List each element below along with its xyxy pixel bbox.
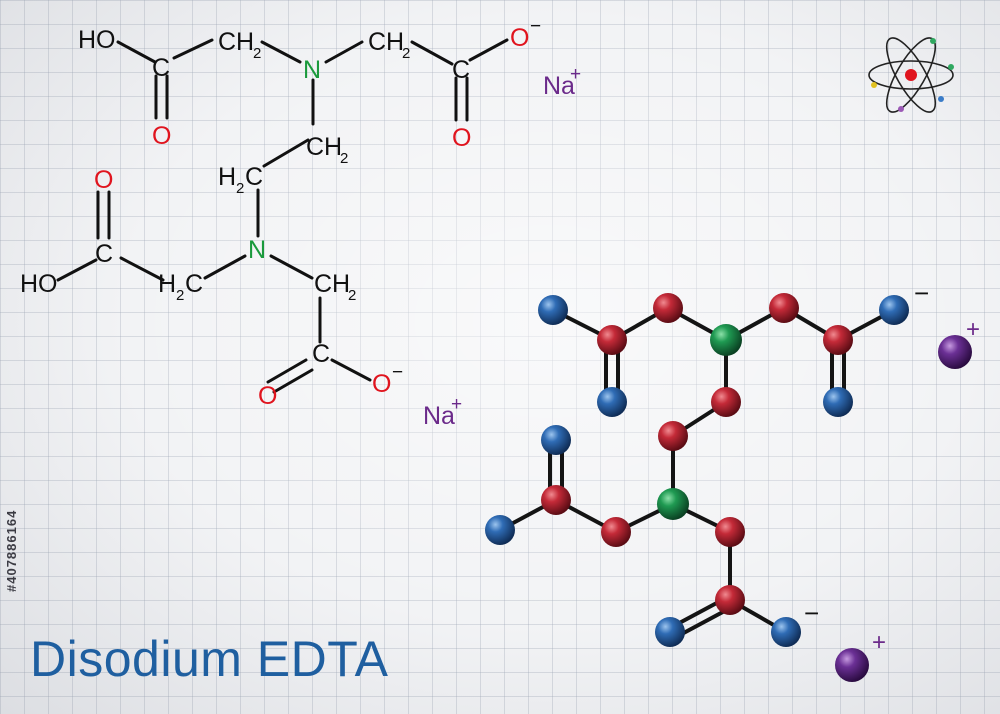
atom-o-top-right: O xyxy=(452,124,471,152)
atom-ch2-bottom-subscript: 2 xyxy=(348,287,356,304)
model-nitrogen-top xyxy=(710,324,742,356)
ball-and-stick-atoms xyxy=(485,293,972,682)
model-charge-plus-top: + xyxy=(966,316,980,343)
atom-logo-icon xyxy=(868,37,954,113)
model-oxygen-carbonyl-bottom xyxy=(655,617,685,647)
atom-ch2-bottom: CH xyxy=(314,270,350,298)
model-carbon-ch2-bottom xyxy=(715,517,745,547)
atom-ch2-bridge-lower-subscript: 2 xyxy=(236,180,244,197)
ball-and-stick-charges: − + − + xyxy=(804,278,980,656)
model-oxygen-anion-bottom xyxy=(771,617,801,647)
charge-na-top: + xyxy=(570,64,581,85)
atom-c-top-left: C xyxy=(152,54,170,82)
stock-image-id: #407886164 xyxy=(4,509,19,592)
model-carbon-carboxyl-top-right xyxy=(823,325,853,355)
atom-ch2-left-subscript: 2 xyxy=(176,287,184,304)
atom-o-minus-top: O xyxy=(510,24,529,52)
atom-o-bottom: O xyxy=(258,382,277,410)
atom-ch2-bridge-upper-subscript: 2 xyxy=(340,150,348,167)
model-oxygen-carbonyl-top-right xyxy=(823,387,853,417)
model-oxygen-hydroxyl-top xyxy=(538,295,568,325)
atom-n-top: N xyxy=(303,56,321,84)
model-carbon-ch2-left xyxy=(601,517,631,547)
structural-formula-bonds xyxy=(56,38,509,394)
model-carbon-carboxyl-top-left xyxy=(597,325,627,355)
atom-ch2-bridge-upper: CH xyxy=(306,133,342,161)
charge-o-minus-bottom: − xyxy=(392,362,403,383)
atom-ch2-top-left-subscript: 2 xyxy=(253,45,261,62)
model-oxygen-hydroxyl-left xyxy=(485,515,515,545)
atom-c-top-right: C xyxy=(452,56,470,84)
atom-ho-top: HO xyxy=(78,26,116,54)
atom-c-left: C xyxy=(95,240,113,268)
atom-o-left: O xyxy=(94,166,113,194)
model-carbon-ch2-top-left xyxy=(653,293,683,323)
model-carbon-bridge-lower xyxy=(658,421,688,451)
atom-o-top-left: O xyxy=(152,122,171,150)
model-carbon-bridge-upper xyxy=(711,387,741,417)
atom-ch2-top-right: CH xyxy=(368,28,404,56)
atom-ch2-bridge-lower-c: C xyxy=(245,163,263,191)
atom-n-bottom: N xyxy=(248,236,266,264)
model-charge-plus-bottom: + xyxy=(872,629,886,656)
atom-na-top: Na xyxy=(543,72,575,100)
ball-and-stick-bonds xyxy=(498,306,896,638)
atom-ch2-top-left: CH xyxy=(218,28,254,56)
atom-ch2-top-right-subscript: 2 xyxy=(402,45,410,62)
atom-ch2-left-h: H xyxy=(158,270,176,298)
atom-c-bottom: C xyxy=(312,340,330,368)
atom-na-bottom: Na xyxy=(423,402,455,430)
atom-ch2-bridge-lower-h: H xyxy=(218,163,236,191)
charge-na-bottom: + xyxy=(451,394,462,415)
model-charge-minus-bottom: − xyxy=(804,598,819,628)
model-sodium-ion-top xyxy=(938,335,972,369)
model-oxygen-carbonyl-left xyxy=(541,425,571,455)
model-nitrogen-bottom xyxy=(657,488,689,520)
atom-ch2-left-c: C xyxy=(185,270,203,298)
model-oxygen-carbonyl-top-left xyxy=(597,387,627,417)
structural-formula-labels: HO C O CH 2 N CH 2 C O O − Na + CH 2 H 2… xyxy=(20,16,581,430)
charge-o-minus-top: − xyxy=(530,16,541,37)
model-carbon-ch2-top-right xyxy=(769,293,799,323)
page-title: Disodium EDTA xyxy=(30,631,389,687)
model-charge-minus-top: − xyxy=(914,278,929,308)
model-carbon-carboxyl-left xyxy=(541,485,571,515)
model-carbon-carboxyl-bottom xyxy=(715,585,745,615)
model-oxygen-anion-top xyxy=(879,295,909,325)
atom-o-minus-bottom: O xyxy=(372,370,391,398)
atom-ho-left: HO xyxy=(20,270,58,298)
model-sodium-ion-bottom xyxy=(835,648,869,682)
